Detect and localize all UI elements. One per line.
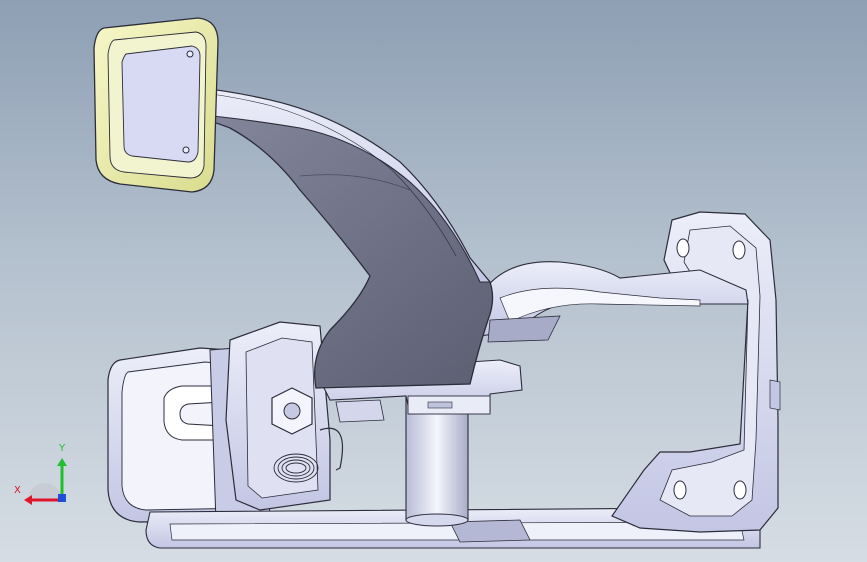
axis-arrows-icon — [24, 458, 67, 505]
coordinate-triad: X Y — [10, 438, 80, 510]
spring-housing[interactable] — [225, 321, 344, 511]
pedal-pad[interactable] — [93, 17, 219, 193]
right-frame-bracket[interactable] — [611, 211, 781, 533]
pivot-shaft[interactable] — [405, 395, 469, 527]
bottom-rail[interactable] — [145, 507, 761, 549]
torsion-spring — [273, 453, 319, 483]
upper-bracket-arm[interactable] — [477, 261, 749, 343]
z-axis-marker — [58, 494, 66, 502]
x-axis-label: X — [14, 485, 21, 496]
y-axis-label: Y — [59, 443, 66, 454]
